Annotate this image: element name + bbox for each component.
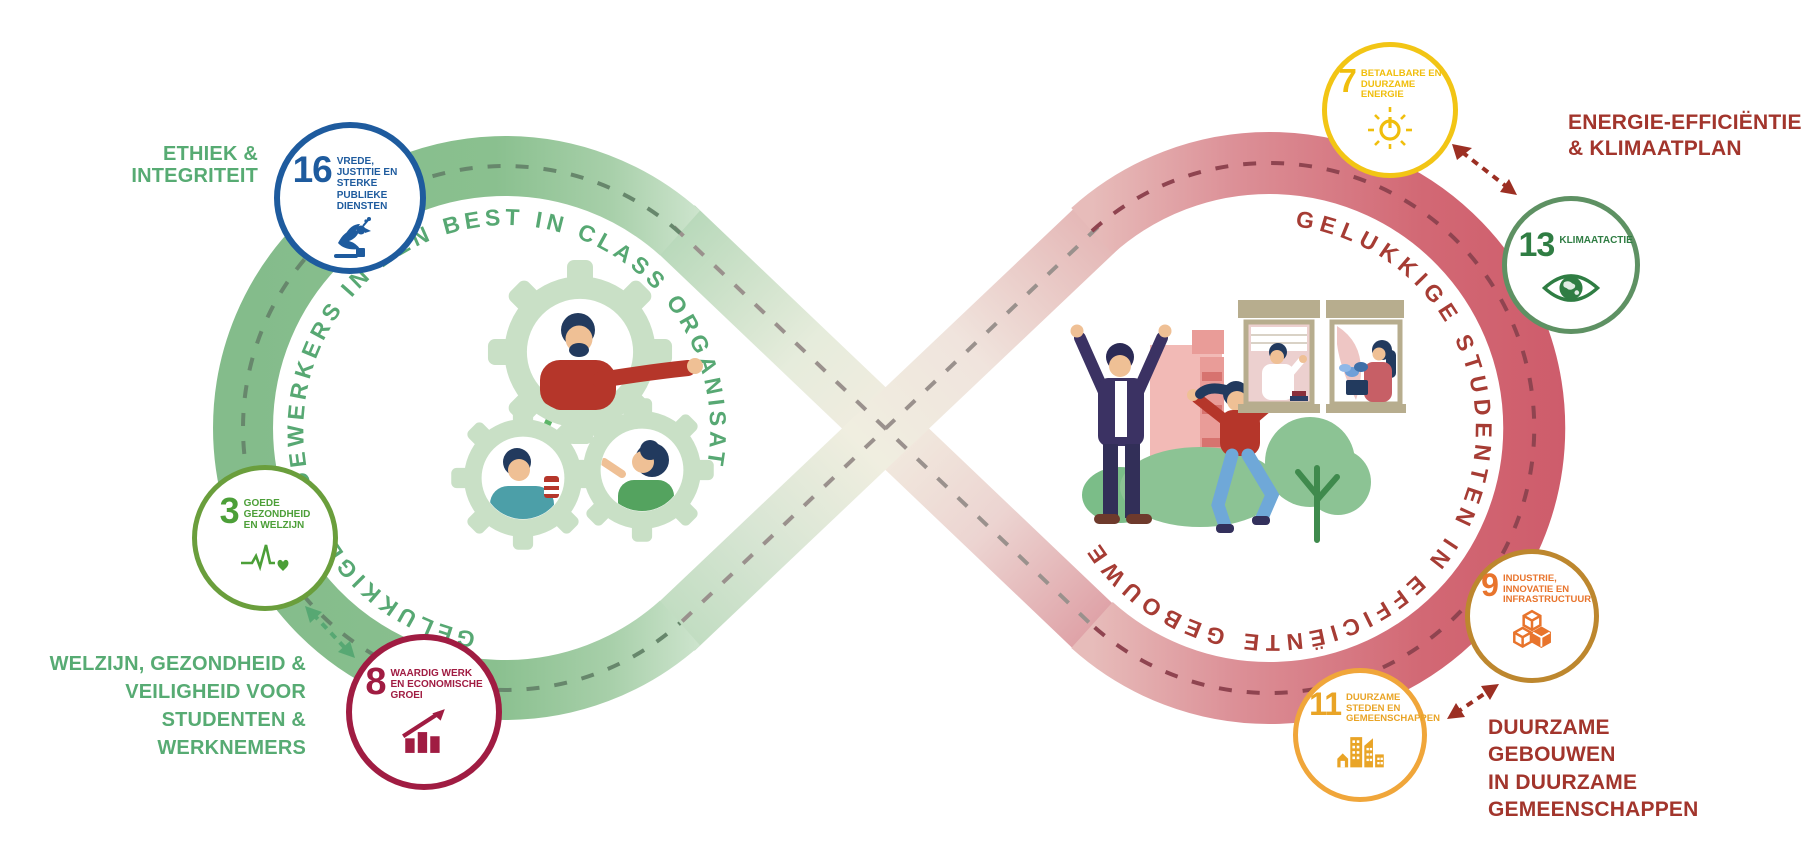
person-green-top — [601, 440, 674, 511]
cubes-icon — [1507, 609, 1557, 653]
sdg-number: 13 — [1518, 226, 1556, 264]
link-arrow-wellbeing — [305, 606, 355, 658]
growth-chart-icon — [397, 705, 451, 755]
person-raised-arms — [1070, 324, 1172, 524]
label-wellbeing: WELZIJN, GEZONDHEID & VEILIGHEID VOOR ST… — [49, 653, 306, 759]
sdg-title: GOEDE GEZONDHEID EN WELZIJN — [243, 498, 311, 532]
sdg-title: INDUSTRIE, INNOVATIE EN INFRASTRUCTUUR — [1502, 573, 1592, 606]
employees-gears-illustration — [451, 259, 714, 550]
sdg-title: BETAALBARE EN DUURZAME ENERGIE — [1360, 68, 1442, 101]
sdg-number: 8 — [365, 661, 386, 703]
label-buildings: DUURZAME GEBOUWEN IN DUURZAME GEMEENSCHA… — [1488, 716, 1699, 821]
sdg-number: 3 — [219, 490, 240, 531]
window-waving-woman — [1238, 300, 1320, 413]
sdg-badge-11: 11 DUURZAME STEDEN EN GEMEENSCHAPPEN — [1293, 668, 1440, 802]
label-ethics: ETHIEK & INTEGRITEIT — [131, 143, 258, 187]
sdg-number: 9 — [1481, 567, 1499, 603]
sdg-title: WAARDIG WERK EN ECONOMISCHE GROEI — [390, 668, 483, 702]
sun-power-icon — [1366, 104, 1414, 150]
tree — [1265, 417, 1371, 543]
sdg-number: 11 — [1309, 686, 1342, 722]
link-arrow-energy — [1452, 144, 1517, 195]
city-skyline-icon — [1333, 728, 1387, 770]
sdg-title: DUURZAME STEDEN EN GEMEENSCHAPPEN — [1345, 692, 1440, 725]
person-red-sweater — [540, 313, 616, 410]
sdg-title: KLIMAATACTIE — [1559, 235, 1633, 246]
bush — [1120, 447, 1280, 527]
sdg-badge-13: 13 KLIMAATACTIE — [1502, 196, 1640, 334]
window-plant-woman — [1326, 300, 1406, 413]
label-energy: ENERGIE-EFFICIËNTIE & KLIMAATPLAN — [1568, 111, 1802, 161]
link-arrow-buildings — [1447, 684, 1499, 719]
sdg-badge-3: 3 GOEDE GEZONDHEID EN WELZIJN — [192, 465, 338, 611]
sdg-badge-16: 16 VREDE, JUSTITIE EN STERKE PUBLIEKE DI… — [274, 122, 426, 274]
sdg-badge-9: 9 INDUSTRIE, INNOVATIE EN INFRASTRUCTUUR — [1465, 549, 1599, 683]
dove-and-gavel-icon — [324, 215, 376, 263]
sdg-badge-8: 8 WAARDIG WERK EN ECONOMISCHE GROEI — [346, 634, 502, 790]
students-buildings-illustration — [1070, 300, 1406, 543]
sdg-title: VREDE, JUSTITIE EN STERKE PUBLIEKE DIENS… — [336, 156, 398, 212]
sdg-number: 16 — [292, 149, 333, 190]
ekg-heart-icon — [237, 535, 293, 579]
sdg-badge-7: 7 BETAALBARE EN DUURZAME ENERGIE — [1322, 42, 1458, 178]
person-teal-coffee — [490, 448, 559, 519]
eye-globe-icon — [1541, 268, 1601, 308]
sdg-number: 7 — [1338, 62, 1357, 99]
